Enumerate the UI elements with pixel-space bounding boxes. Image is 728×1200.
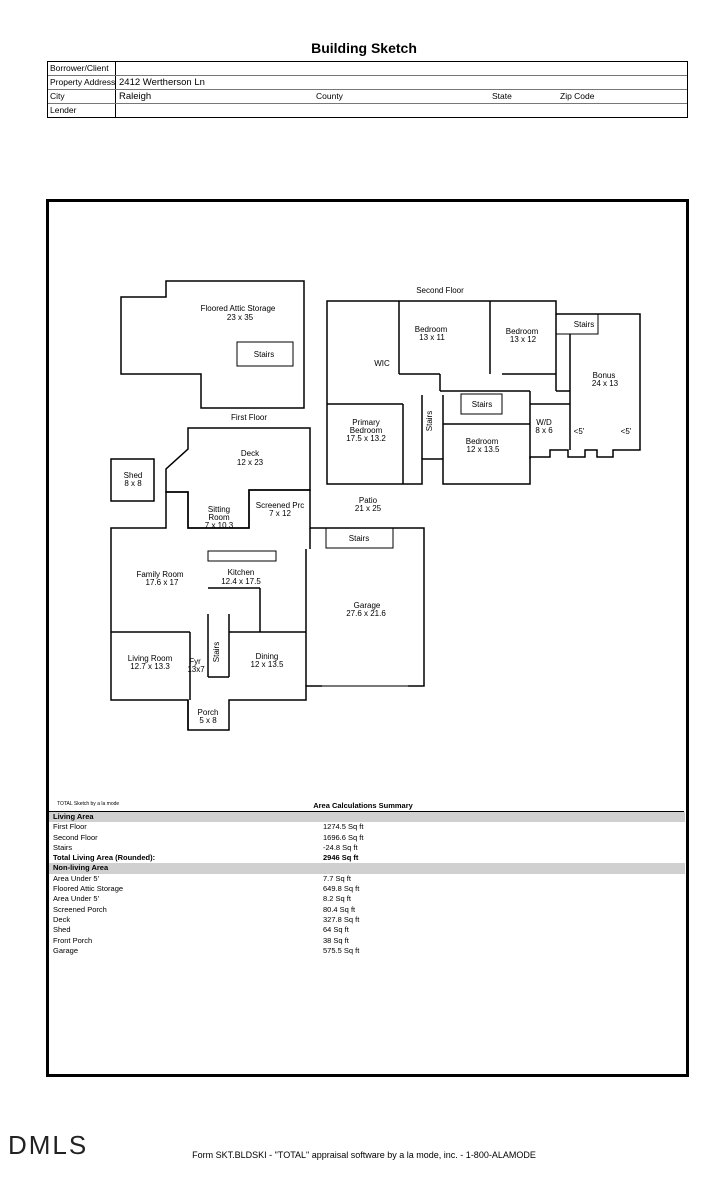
- summary-row: Stairs-24.8 Sq ft: [53, 842, 358, 852]
- kitchen-label: Kitchen: [228, 568, 255, 577]
- lender-row: Lender: [48, 104, 687, 117]
- second-floor-outline: [326, 300, 641, 485]
- first-floor-label: First Floor: [231, 413, 267, 422]
- address-label: Property Address: [50, 77, 116, 87]
- kitchen-island: [207, 550, 277, 562]
- sketch-caption: TOTAL Sketch by a la mode: [57, 801, 119, 807]
- sitting-dim: 7 x 10.3: [205, 521, 234, 530]
- page-title: Building Sketch: [311, 40, 417, 56]
- bedroom3-label: Bedroom: [466, 437, 499, 446]
- patio-dim: 21 x 25: [355, 504, 382, 513]
- attic-stairs-box: [236, 341, 294, 367]
- shed-outline: [110, 458, 155, 502]
- bonus-dim: 24 x 13: [592, 379, 619, 388]
- property-header-table: Borrower/Client Property Address 2412 We…: [47, 61, 688, 118]
- wd-dim: 8 x 6: [535, 426, 553, 435]
- stairs-vert-label: Stairs: [425, 411, 434, 431]
- city-row: City Raleigh County State Zip Code: [48, 90, 687, 104]
- city-value: Raleigh: [119, 91, 152, 102]
- foyer-label: Fyr: [189, 657, 201, 666]
- attic-label: Floored Attic Storage: [201, 304, 276, 313]
- summary-title: Area Calculations Summary: [313, 801, 413, 810]
- bonus-stairs-label: Stairs: [574, 320, 594, 329]
- dmls-logo: DMLS: [8, 1130, 89, 1160]
- primary-label-1: Primary: [352, 418, 380, 427]
- attic-outline: [120, 280, 305, 409]
- screened-label: Screened Prc: [256, 501, 304, 510]
- garage-label: Garage: [354, 601, 381, 610]
- stairs-first-label: Stairs: [212, 642, 221, 662]
- bedroom3-dim: 12 x 13.5: [467, 445, 500, 454]
- kitchen-dim: 12.4 x 17.5: [221, 577, 261, 586]
- shed-label: Shed: [124, 471, 143, 480]
- second-floor-label: Second Floor: [416, 286, 464, 295]
- family-dim: 17.6 x 17: [146, 578, 179, 587]
- zip-label: Zip Code: [560, 91, 595, 101]
- lender-label: Lender: [50, 105, 77, 115]
- borrower-row: Borrower/Client: [48, 62, 687, 76]
- primary-label-2: Bedroom: [350, 426, 383, 435]
- total-living-row: Total Living Area (Rounded):2946 Sq ft: [53, 853, 359, 863]
- bedroom1-label: Bedroom: [415, 325, 448, 334]
- address-row: Property Address 2412 Wertherson Ln: [48, 76, 687, 90]
- sitting-label-2: Room: [208, 513, 230, 522]
- living-area-header: Living Area: [49, 812, 685, 823]
- address-value: 2412 Wertherson Ln: [119, 77, 205, 88]
- wic-label: WIC: [374, 359, 390, 368]
- dining-dim: 12 x 13.5: [251, 660, 284, 669]
- county-label: County: [316, 91, 343, 101]
- garage-dim: 27.6 x 21.6: [346, 609, 386, 618]
- bedroom1-dim: 13 x 11: [419, 333, 445, 342]
- bonus-label: Bonus: [593, 371, 616, 380]
- borrower-label: Borrower/Client: [50, 63, 109, 73]
- porch-label: Porch: [198, 708, 219, 717]
- wd-label: W/D: [536, 418, 552, 427]
- shed-dim: 8 x 8: [124, 479, 142, 488]
- sitting-label-1: Sitting: [208, 505, 230, 514]
- second-floor-stairs-box: [460, 393, 503, 415]
- under5-label-b: <5': [621, 427, 632, 436]
- bedroom2-label: Bedroom: [506, 327, 539, 336]
- under5-label-a: <5': [574, 427, 585, 436]
- attic-stairs-label: Stairs: [254, 350, 274, 359]
- living-dim: 12.7 x 13.3: [130, 662, 170, 671]
- summary-row: Area Under 5'8.2 Sq ft: [53, 894, 351, 904]
- summary-row: Area Under 5'7.7 Sq ft: [53, 873, 351, 883]
- living-label: Living Room: [128, 654, 173, 663]
- family-label: Family Room: [136, 570, 183, 579]
- bedroom2-dim: 13 x 12: [510, 335, 537, 344]
- primary-dim: 17.5 x 13.2: [346, 434, 386, 443]
- floor-plan-sketch: Second Floor First Floor Floored Attic S…: [47, 280, 684, 813]
- bonus-stairs-box: [555, 313, 599, 335]
- attic-dim: 23 x 35: [227, 313, 254, 322]
- screened-dim: 7 x 12: [269, 509, 291, 518]
- garage-stairs-label: Stairs: [349, 534, 369, 543]
- garage-stairs-box: [325, 527, 394, 549]
- dining-label: Dining: [256, 652, 279, 661]
- city-label: City: [50, 91, 65, 101]
- deck-label: Deck: [241, 449, 260, 458]
- patio-label: Patio: [359, 496, 378, 505]
- deck-dim: 12 x 23: [237, 458, 264, 467]
- sketch-frame: [46, 199, 689, 1077]
- nonliving-area-header: Non-living Area: [49, 863, 685, 874]
- form-footer: Form SKT.BLDSKI - "TOTAL" appraisal soft…: [192, 1150, 536, 1160]
- foyer-dim: 13x7: [187, 665, 205, 674]
- stairs-mid-label: Stairs: [472, 400, 492, 409]
- porch-dim: 5 x 8: [199, 716, 217, 725]
- state-label: State: [492, 91, 512, 101]
